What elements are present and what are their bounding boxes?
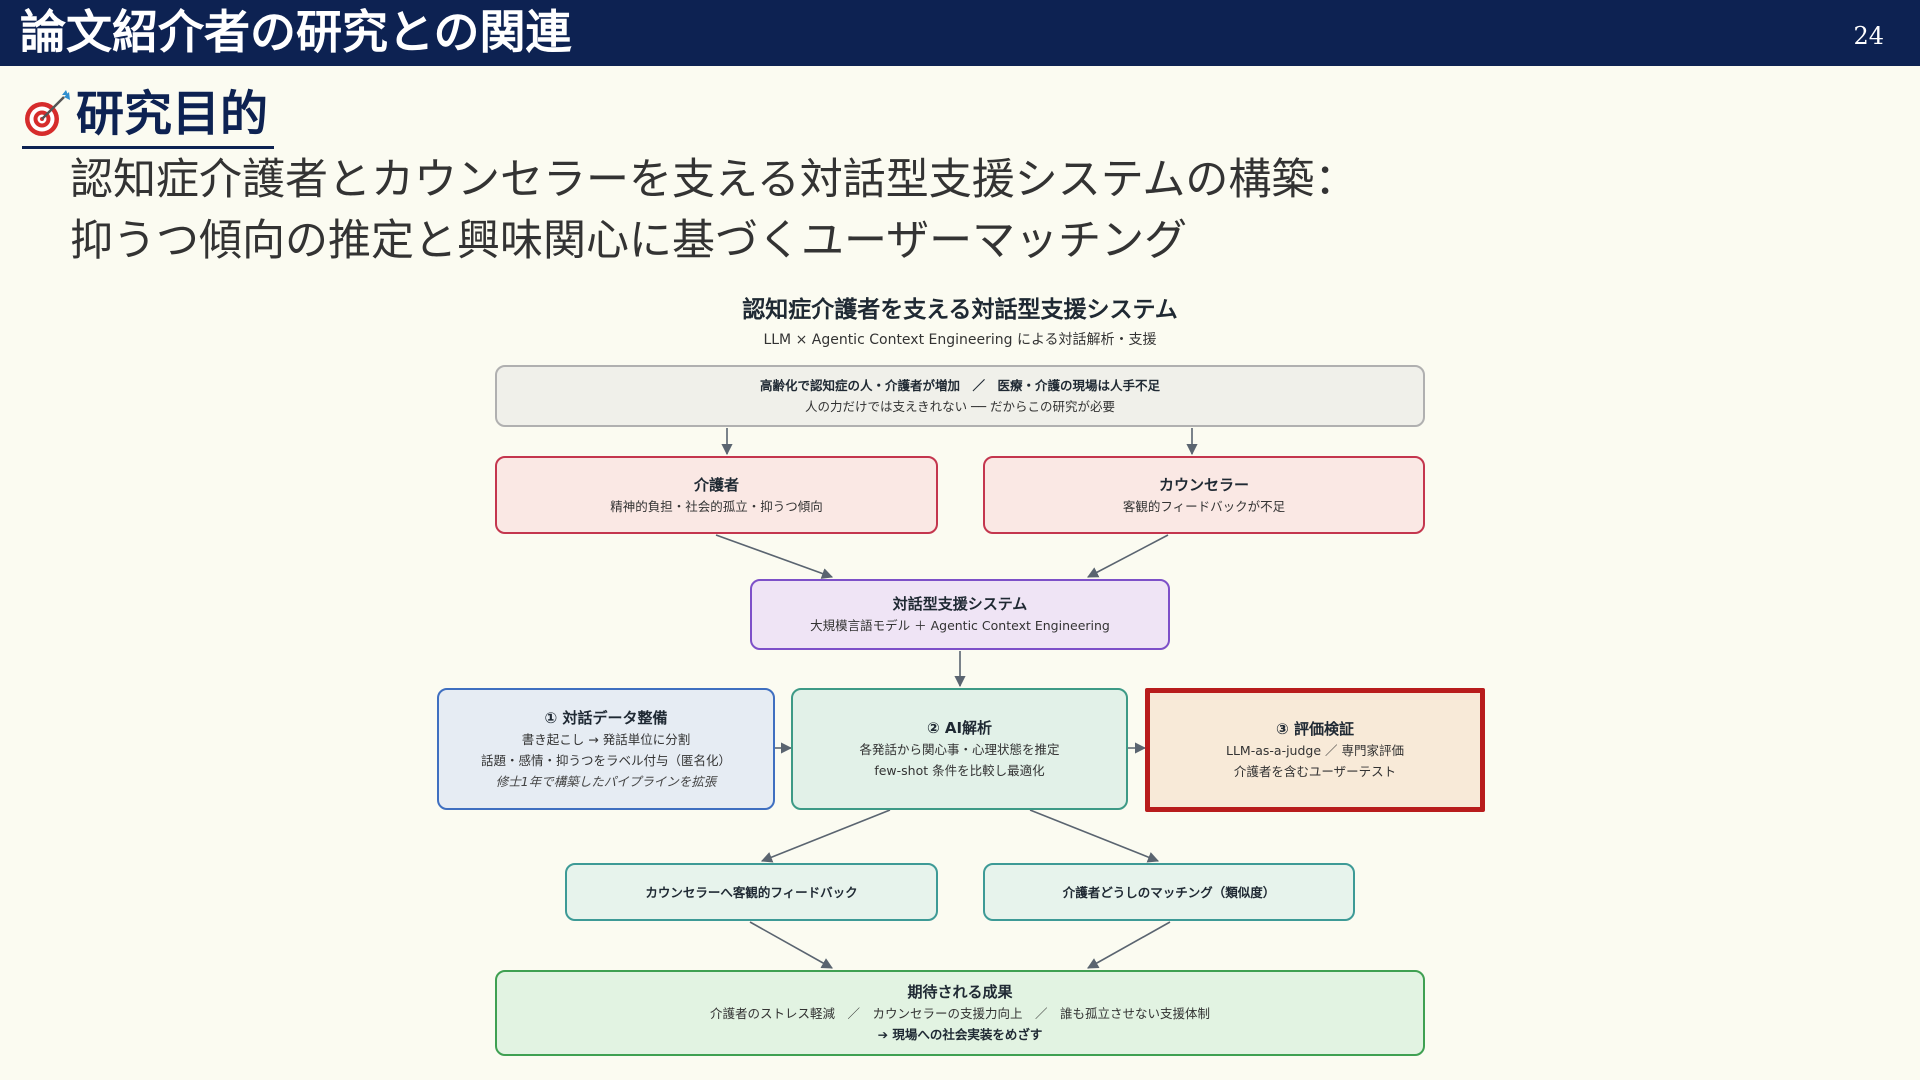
slide-header: 論文紹介者の研究との関連 24 [0,0,1920,66]
arrow-output2-to-result [1087,921,1171,969]
result-box: 期待される成果 介護者のストレス軽減 ／ カウンセラーの支援力向上 ／ 誰も孤立… [495,970,1425,1056]
step2-line-1: 各発話から関心事・心理状態を推定 [859,742,1060,757]
result-line-1: 介護者のストレス軽減 ／ カウンセラーの支援力向上 ／ 誰も孤立させない支援体制 [709,1006,1210,1021]
arrow-caregiver-to-system [715,534,834,579]
output-matching-label: 介護者どうしのマッチング（類似度） [1062,884,1276,900]
system-sub: 大規模言語モデル ＋ Agentic Context Engineering [810,618,1110,633]
goal-line-1: 認知症介護者とカウンセラーを支える対話型支援システムの構築： [70,155,1358,205]
counselor-sub: 客観的フィードバックが不足 [1122,498,1286,514]
arrow-analysis-to-output2 [1029,809,1160,863]
caregiver-title: 介護者 [693,475,739,494]
step2-title: ② AI解析 [926,719,993,737]
step3-line-1: LLM-as-a-judge ／ 専門家評価 [1226,743,1404,758]
section-title: 研究目的 [76,86,269,142]
step2-box: ② AI解析 各発話から関心事・心理状態を推定 few-shot 条件を比較し最… [791,688,1128,810]
system-box: 対話型支援システム 大規模言語モデル ＋ Agentic Context Eng… [750,579,1170,650]
result-line-2: ➔ 現場への社会実装をめざす [877,1027,1043,1042]
diagram-title: 認知症介護者を支える対話型支援システム [742,297,1178,323]
page-number: 24 [1853,22,1884,50]
step1-line-2: 話題・感情・抑うつをラベル付与（匿名化） [480,752,731,768]
step1-title: ① 対話データ整備 [544,708,668,727]
arrow-counselor-to-system [1087,534,1169,578]
result-title: 期待される成果 [907,983,1013,1001]
target-icon [25,90,70,136]
background-line-1: 高齢化で認知症の人・介護者が増加 ／ 医療・介護の現場は人手不足 [759,378,1160,393]
research-goal: 認知症介護者とカウンセラーを支える対話型支援システムの構築： 抑うつ傾向の推定と… [70,150,1357,272]
caregiver-box: 介護者 精神的負担・社会的孤立・抑うつ傾向 [495,456,938,534]
output-feedback-label: カウンセラーへ客観的フィードバック [645,884,858,900]
step1-box: ① 対話データ整備 書き起こし → 発話単位に分割 話題・感情・抑うつをラベル付… [437,688,775,810]
step1-note: 修士1年で構築したパイプラインを拡張 [495,773,717,789]
step3-box-highlighted: ③ 評価検証 LLM-as-a-judge ／ 専門家評価 介護者を含むユーザー… [1145,688,1485,812]
caregiver-sub: 精神的負担・社会的孤立・抑うつ傾向 [610,498,823,514]
counselor-box: カウンセラー 客観的フィードバックが不足 [983,456,1425,534]
step2-line-2: few-shot 条件を比較し最適化 [874,763,1045,778]
step3-title: ③ 評価検証 [1276,720,1354,738]
background-line-2: 人の力だけでは支えきれない ── だからこの研究が必要 [804,399,1116,414]
step3-line-2: 介護者を含むユーザーテスト [1233,764,1397,779]
output-matching-box: 介護者どうしのマッチング（類似度） [983,863,1355,921]
section-heading: 研究目的 [22,82,275,149]
arrow-analysis-to-output1 [760,809,891,863]
system-title: 対話型支援システム [892,595,1028,613]
goal-line-2: 抑うつ傾向の推定と興味関心に基づくユーザーマッチング [70,216,1188,266]
step1-line-1: 書き起こし → 発話単位に分割 [521,731,691,747]
output-feedback-box: カウンセラーへ客観的フィードバック [565,863,938,921]
counselor-title: カウンセラー [1158,475,1249,494]
slide-title: 論文紹介者の研究との関連 [20,5,572,59]
arrow-output1-to-result [749,921,833,969]
background-box: 高齢化で認知症の人・介護者が増加 ／ 医療・介護の現場は人手不足 人の力だけでは… [495,365,1425,427]
diagram-subtitle: LLM × Agentic Context Engineering による対話解… [763,332,1157,348]
